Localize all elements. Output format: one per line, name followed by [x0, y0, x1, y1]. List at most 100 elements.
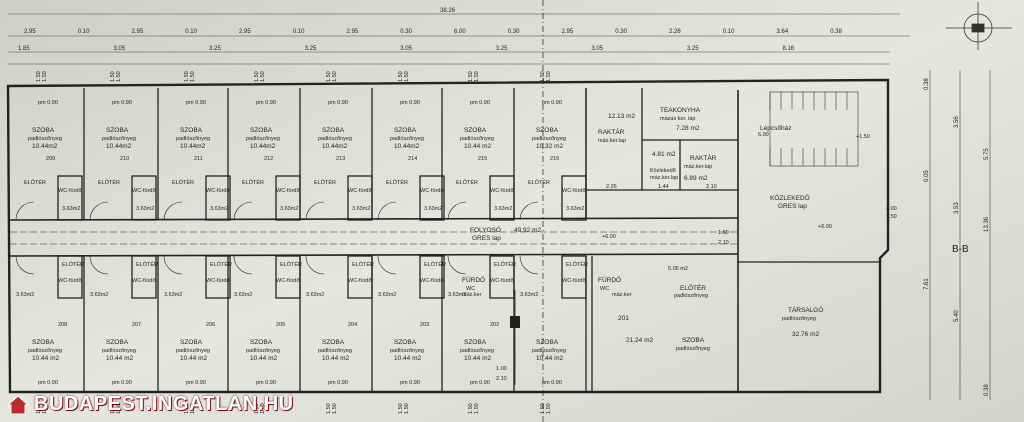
room-area: 10.44 m2	[464, 143, 491, 150]
room-floor: padlószőnyeg	[28, 136, 62, 142]
room-name: SZOBA	[250, 339, 273, 346]
wc-label: WC-fürdő	[420, 278, 444, 284]
window-label: 1.50	[398, 71, 404, 82]
raktar1-name: RAKTÁR	[598, 127, 625, 136]
window-label: 1.50	[184, 71, 190, 82]
door-dim-3: 2.10	[706, 184, 717, 190]
wc-label: WC-fürdő	[58, 188, 82, 194]
room-name: SZOBA	[32, 339, 55, 346]
lower-right-rooms: FÜRDŐ WC máz.ker FÜRDŐ WC máz.ker 5.05 m…	[462, 266, 823, 382]
eloter-label: ELŐTÉR	[566, 261, 588, 268]
room-floor: padlószőnyeg	[532, 136, 566, 142]
room-area: 10.44 m2	[464, 355, 491, 362]
room-number: 206	[206, 322, 215, 328]
room-number: 214	[408, 156, 417, 162]
door-label: pm 0.90	[256, 380, 276, 386]
window-label: 1.50	[190, 71, 196, 82]
room-area: 10.44m2	[106, 143, 132, 150]
wc-area: 3.63m2	[520, 292, 538, 298]
wc-label: WC-fürdő	[562, 278, 586, 284]
eloter-label: ELŐTÉR	[352, 261, 374, 268]
room-floor: padlószőnyeg	[390, 348, 424, 354]
corridor: FOLYOSÓ GRES lap 49.92 m2 +6.00	[470, 225, 616, 242]
wc-label: WC-fürdő	[348, 188, 372, 194]
window-label: 1.50	[36, 71, 42, 82]
room-floor: padlószőnyeg	[318, 136, 352, 142]
room-floor: padlószőnyeg	[532, 348, 566, 354]
right-dim-label: 7.61	[924, 278, 930, 290]
dim-label: 3.25	[305, 46, 317, 52]
room-number: 207	[132, 322, 141, 328]
room-area: 10.44m2	[322, 143, 348, 150]
wc-area: 3.63m2	[210, 206, 228, 212]
furdo2-name: FÜRDŐ	[598, 275, 621, 284]
window-label: 1.50	[474, 403, 480, 414]
eloter2-floor: padlószőnyeg	[674, 293, 708, 299]
room201-num: 201	[618, 315, 629, 322]
door-label: pm 0.90	[328, 380, 348, 386]
room-number: 208	[58, 322, 67, 328]
door-label: pm 0.90	[542, 100, 562, 106]
room-walls	[15, 88, 880, 392]
wc-area: 3.63m2	[164, 292, 182, 298]
dim-label: 0.10	[185, 29, 197, 35]
door-dim-7: 1.50	[886, 214, 897, 220]
dim-label: 3.64	[777, 29, 789, 35]
eloter-label: ELŐTÉR	[314, 179, 336, 186]
room-area: 10.32 m2	[536, 143, 563, 150]
window-label: 1.50	[468, 403, 474, 414]
room-floor: padlószőnyeg	[390, 136, 424, 142]
room-name: SZOBA	[32, 127, 55, 134]
door-dim-6: 3.00	[886, 206, 897, 212]
dim-label: 3.05	[591, 46, 603, 52]
dim-label: 6.00	[454, 29, 466, 35]
corridor-area: 49.92 m2	[514, 227, 541, 234]
wc-label: WC-fürdő	[276, 188, 300, 194]
room-area: 10.44 m2	[106, 355, 133, 362]
watermark: BUDAPEST.INGATLAN.HU	[6, 393, 294, 416]
eloter-label: ELŐTÉR	[24, 179, 46, 186]
window-label: 1.50	[42, 403, 48, 414]
wc-area: 3.63m2	[90, 292, 108, 298]
wc-label: WC-fürdő	[132, 188, 156, 194]
teakonyha-name: TEAKONYHA	[660, 107, 701, 114]
room-floor: padlószőnyeg	[102, 348, 136, 354]
wc-label: WC-fürdő	[420, 188, 444, 194]
wc-label: WC-fürdő	[490, 278, 514, 284]
window-label: 1.50	[110, 403, 116, 414]
right-dimensions	[929, 70, 991, 400]
raktar2-floor: máz.ker.lap	[684, 164, 712, 170]
window-label: 1.50	[540, 71, 546, 82]
dim-label: 3.25	[209, 46, 221, 52]
kozlekedo-small-name: Közlekedő	[650, 168, 676, 174]
room-area: 10.44m2	[394, 143, 420, 150]
house-logo-icon	[6, 394, 30, 414]
corridor-floor: GRES lap	[472, 235, 501, 242]
kozlekedo-small-floor: máz.ker.lap	[650, 175, 678, 181]
wc-label: WC-fürdő	[58, 278, 82, 284]
room-area: 10.44 m2	[250, 355, 277, 362]
room-name: SZOBA	[536, 339, 559, 346]
door-dim-5: 2.10	[718, 240, 729, 246]
wc-label: WC-fürdő	[132, 278, 156, 284]
top-dimensions	[8, 13, 910, 65]
overall-width: 38.26	[440, 8, 456, 14]
room-name: SZOBA	[106, 127, 129, 134]
szoba-right-floor: padlószőnyeg	[676, 346, 710, 352]
dim-label: 8.16	[782, 46, 794, 52]
window-label: 1.50	[260, 403, 266, 414]
door-label: pm 0.90	[470, 100, 490, 106]
dim-label: 2.26	[669, 29, 681, 35]
window-label: 1.50	[190, 403, 196, 414]
room-number: 211	[194, 156, 203, 162]
room-area: 10.44m2	[180, 143, 206, 150]
room-number: 209	[46, 156, 55, 162]
window-label: 1.50	[326, 71, 332, 82]
staircase	[769, 91, 859, 167]
